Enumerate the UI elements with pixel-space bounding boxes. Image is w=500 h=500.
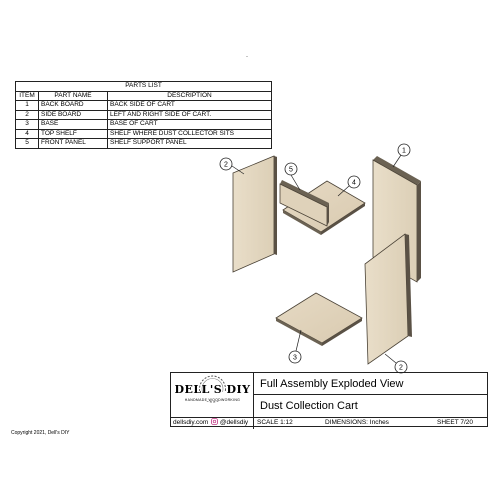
callout-number: 4 (352, 180, 356, 187)
scale-cell: SCALE 1:12 (257, 418, 317, 429)
base (275, 292, 363, 346)
drawing-title: Full Assembly Exploded View (260, 378, 404, 390)
callout-balloon-2-right: 2 (394, 360, 408, 374)
table-row: 5 FRONT PANEL SHELF SUPPORT PANEL (15, 138, 272, 149)
logo-tagline: HANDMADE WOODWORKING (184, 398, 241, 402)
sheet-mark: - (246, 54, 248, 60)
parts-list-table: PARTS LIST ITEM PART NAME DESCRIPTION 1 … (15, 81, 272, 149)
sheet-cell: SHEET 7/20 (437, 418, 487, 429)
instagram-icon (211, 418, 218, 425)
title-block: DELL'S DIY HANDMADE WOODWORKING Full Ass… (170, 372, 488, 429)
callout-balloon-1: 1 (397, 143, 411, 157)
cell-description: SHELF SUPPORT PANEL (107, 138, 272, 149)
side-board-left (232, 155, 277, 273)
title-row: Full Assembly Exploded View (254, 373, 487, 395)
callout-number: 1 (402, 148, 406, 155)
saw-blade-icon (183, 375, 242, 403)
callout-balloon-3: 3 (288, 350, 302, 364)
front-panel (279, 180, 329, 227)
callout-balloon-5: 5 (284, 162, 298, 176)
callout-number: 2 (224, 162, 228, 169)
dimensions-cell: DIMENSIONS: Inches (325, 418, 425, 429)
dimensions-value: DIMENSIONS: Inches (325, 419, 389, 426)
logo: DELL'S DIY HANDMADE WOODWORKING (171, 373, 254, 417)
scale-value: SCALE 1:12 (257, 419, 293, 426)
callout-number: 5 (289, 167, 293, 174)
sheet-number: SHEET 7/20 (437, 419, 474, 426)
callout-number: 2 (399, 365, 403, 372)
callout-number: 3 (293, 355, 297, 362)
drawing-subtitle: Dust Collection Cart (260, 400, 358, 412)
copyright-notice: Copyright 2021, Dell's DIY (11, 430, 70, 436)
website-link[interactable]: dellsdiy.com (173, 419, 209, 426)
leader-lines (231, 154, 402, 364)
social-handle[interactable]: @dellsdiy (219, 419, 249, 426)
callout-balloon-4: 4 (347, 175, 361, 189)
callout-balloon-2-left: 2 (219, 157, 233, 171)
logo-footer: dellsdiy.com @dellsdiy (173, 418, 254, 429)
side-board-right (364, 233, 412, 365)
title-block-footer: dellsdiy.com @dellsdiy SCALE 1:12 DIMENS… (171, 417, 487, 429)
subtitle-row: Dust Collection Cart (254, 395, 487, 417)
logo-name: DELL'S DIY (174, 383, 251, 396)
